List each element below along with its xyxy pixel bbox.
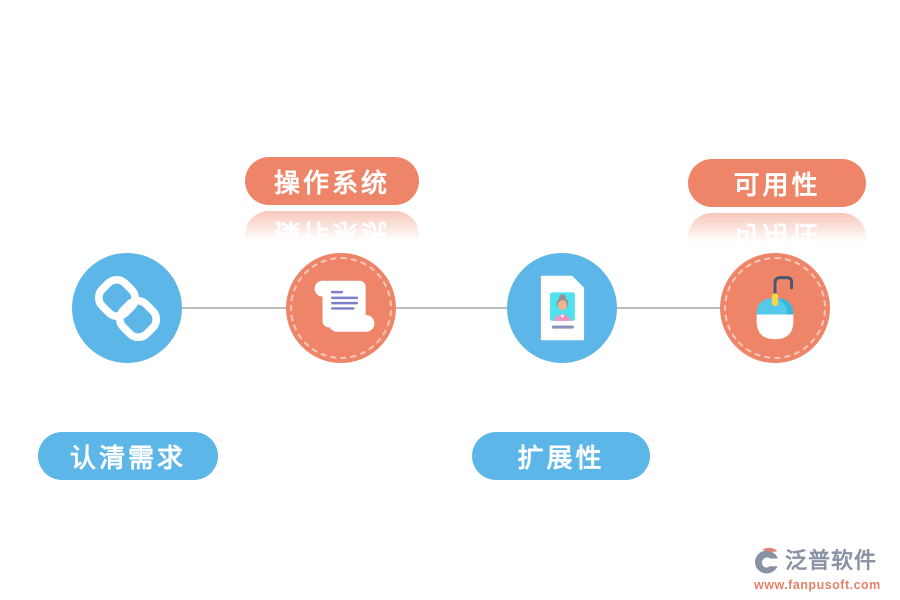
label-pill-usability: 可用性 xyxy=(688,159,866,207)
id-document-icon xyxy=(540,275,585,341)
label-pill-extensibility: 扩展性 xyxy=(472,432,650,480)
connector-line xyxy=(127,307,775,309)
mouse-icon xyxy=(756,276,794,340)
label-pill-operating-system: 操作系统 xyxy=(245,157,419,205)
label-pill-usability-mirror: 可用性 xyxy=(688,213,866,261)
pill-reflection: 可用性 xyxy=(688,213,866,261)
brand-url: www.fanpusoft.com xyxy=(754,578,881,592)
brand-name: 泛普软件 xyxy=(785,548,878,573)
scroll-icon xyxy=(314,280,375,332)
chain-link-icon xyxy=(94,275,160,341)
node-circle-operating-system xyxy=(286,253,396,363)
label-pill-operating-system-mirror: 操作系统 xyxy=(245,211,419,259)
node-circle-extensibility xyxy=(507,253,617,363)
node-circle-requirements xyxy=(72,253,182,363)
pill-reflection: 操作系统 xyxy=(245,211,419,259)
node-circle-usability xyxy=(720,253,830,363)
brand-logo: 泛普软件 www.fanpusoft.com xyxy=(752,546,892,592)
label-pill-recognize-requirements: 认清需求 xyxy=(38,432,218,480)
fanpu-logo-icon xyxy=(755,547,778,574)
